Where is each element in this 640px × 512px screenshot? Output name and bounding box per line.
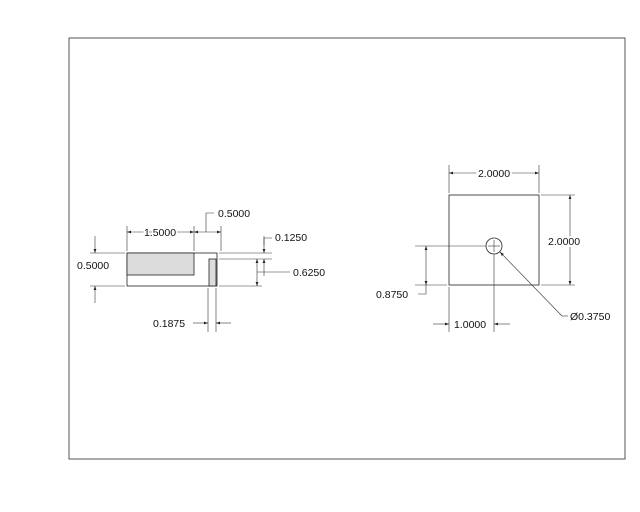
dim-top-label: 0.1250 [275, 232, 307, 244]
side-view: 1.5000 0.5000 0.5000 0.1250 0.6250 0.187… [77, 208, 325, 332]
side-view-slot [208, 258, 217, 287]
dim-top-height-label: 2.0000 [548, 236, 580, 248]
side-view-pocket [126, 252, 195, 276]
dim-width-label: 2.0000 [478, 168, 510, 180]
dim-depth-label: 0.6250 [293, 267, 325, 279]
top-view: 2.0000 2.0000 0.8750 1.0000 Ø0.3750 [376, 165, 610, 332]
dim-hole-x-label: 1.0000 [454, 319, 486, 331]
dim-hole-y-label: 0.8750 [376, 289, 408, 301]
dim-gap-label: 0.5000 [218, 208, 250, 220]
dim-height-label: 0.5000 [77, 260, 109, 272]
dim-slot-label: 0.1875 [153, 318, 185, 330]
drawing-border [68, 37, 626, 460]
dim-diameter-label: Ø0.3750 [570, 311, 610, 323]
dim-length-label: 1.5000 [144, 227, 176, 239]
